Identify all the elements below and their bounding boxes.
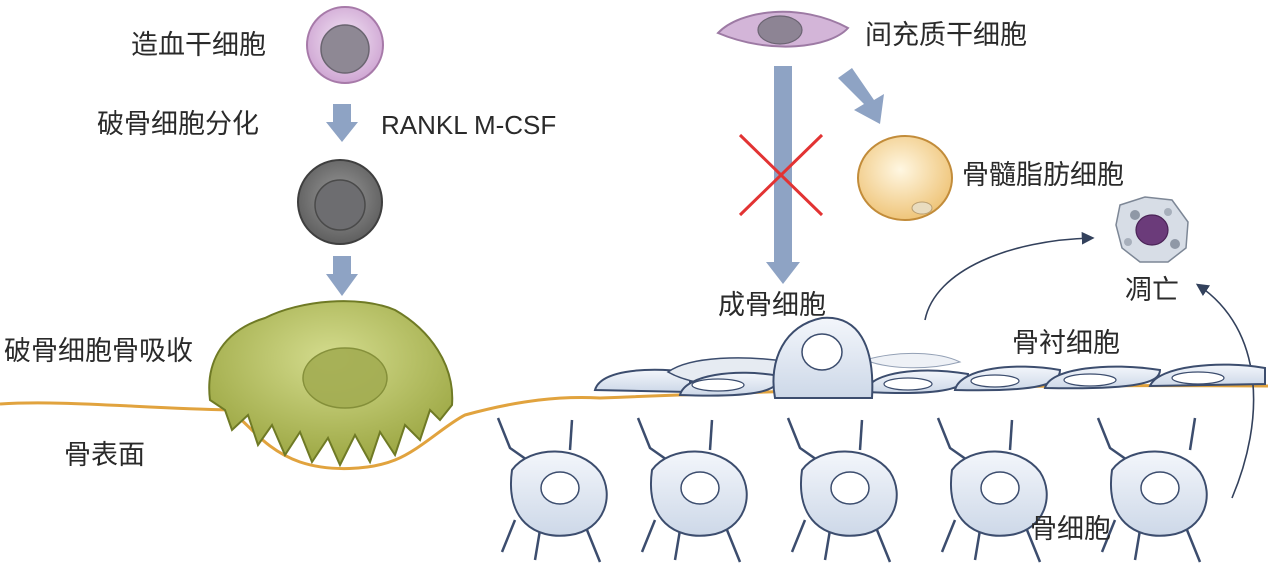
down-arrow-icon — [326, 256, 358, 296]
msc-label: 间充质干细胞 — [865, 20, 1027, 51]
osteoclast-precursor-cell — [297, 159, 383, 245]
bone-surface-line — [0, 384, 1268, 470]
apoptotic-cell — [1115, 196, 1189, 263]
osteocyte-cell — [1096, 417, 1208, 563]
hsc-cell — [306, 6, 384, 84]
osteocyte-cell — [636, 417, 748, 563]
msc-cell — [716, 10, 850, 48]
osteocyte-cell — [936, 417, 1048, 563]
apoptosis-label: 凋亡 — [1125, 275, 1179, 306]
osteoclast-cell — [208, 300, 454, 468]
rankl-mcsf-label: RANKL M-CSF — [381, 110, 557, 140]
down-arrow-icon — [326, 104, 358, 142]
marrow-adipocyte-label: 骨髓脂肪细胞 — [962, 160, 1124, 191]
osteocyte-cell — [496, 417, 608, 563]
bone-lining-cell-label: 骨衬细胞 — [1012, 328, 1120, 359]
bone-surface-label: 骨表面 — [64, 440, 145, 471]
marrow-adipocyte-cell — [857, 135, 953, 221]
down-arrow-icon — [766, 66, 800, 284]
blocked-cross-icon — [738, 133, 824, 217]
osteoclast-differentiation-label: 破骨细胞分化 — [97, 109, 259, 140]
curved-arrow-icon — [1195, 283, 1255, 499]
osteoclast-resorption-label: 破骨细胞骨吸收 — [4, 336, 193, 367]
osteocyte-cell — [786, 417, 898, 563]
osteocyte-label: 骨细胞 — [1030, 514, 1111, 545]
bone-lining-cells — [593, 353, 1266, 397]
osteoblast-cell — [772, 316, 874, 399]
osteoblast-label: 成骨细胞 — [718, 290, 826, 321]
diagonal-arrow-icon — [838, 68, 884, 124]
osteocyte-cells — [496, 417, 1208, 563]
hsc-label: 造血干细胞 — [131, 30, 266, 61]
curved-arrow-icon — [924, 231, 1095, 321]
